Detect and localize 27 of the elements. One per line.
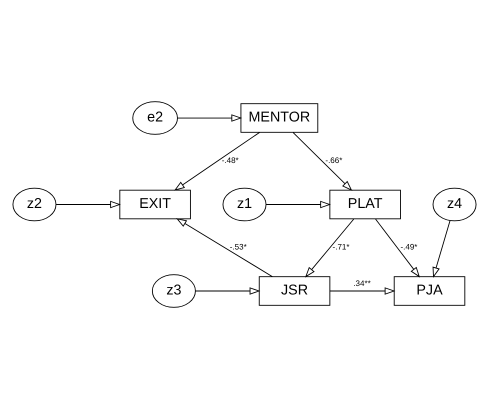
node-ellipse: e2 <box>132 100 178 134</box>
arrow <box>174 131 260 190</box>
arrow <box>176 114 242 122</box>
arrow <box>55 200 120 208</box>
node-ellipse: z4 <box>432 187 476 221</box>
node-ellipse: z1 <box>222 187 266 221</box>
node-ellipse: z3 <box>151 274 196 308</box>
arrow <box>329 286 395 294</box>
edge-label: -.66* <box>324 156 342 165</box>
arrow <box>292 132 352 190</box>
node-ellipse: z2 <box>12 187 56 221</box>
arrow <box>304 218 354 278</box>
edge-label: -.71* <box>332 242 350 252</box>
edge-label: -.49* <box>400 242 417 252</box>
edge-label: -.53* <box>229 242 246 252</box>
arrow <box>194 286 260 294</box>
edge-label: -.48* <box>221 156 238 165</box>
node-box: MENTOR <box>240 102 318 132</box>
node-box: PJA <box>393 276 465 306</box>
edge-label: .34** <box>352 278 370 288</box>
arrow <box>176 218 272 277</box>
node-box: EXIT <box>118 189 190 219</box>
arrow <box>374 218 420 278</box>
arrow <box>265 200 330 208</box>
node-box: PLAT <box>328 189 400 219</box>
arrow <box>432 220 450 278</box>
node-box: JSR <box>258 276 330 306</box>
